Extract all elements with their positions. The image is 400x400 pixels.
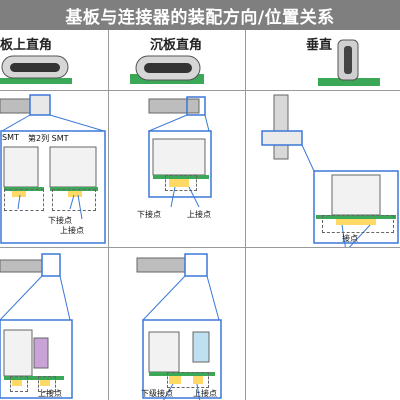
lower-level-contact-label: 下级接点 — [141, 389, 173, 398]
contact-highlight — [165, 175, 197, 191]
on-board-row2-diagram: 上接点 — [0, 248, 108, 400]
upper-contact-label: 上接点 — [193, 389, 217, 398]
vertical-row1-diagram: 接点 — [246, 91, 400, 247]
mid-mount-row2-diagram: 下级接点 上接点 — [109, 248, 245, 400]
lower-contact-label: 下接点 — [137, 210, 161, 219]
mid-mount-row1-diagram: 下接点 上接点 — [109, 91, 245, 247]
column-divider — [245, 30, 246, 400]
column-divider — [108, 30, 109, 400]
empty-cell — [246, 248, 400, 400]
zoom-source-box — [29, 94, 51, 116]
upper-contact-label: 上接点 — [187, 210, 211, 219]
contact-label: 接点 — [342, 234, 358, 243]
on-board-row1-diagram: SMT 第2列 SMT 下接点 上接点 — [0, 91, 108, 247]
smt-label: SMT — [2, 133, 19, 142]
upper-contact-label: 上接点 — [60, 226, 84, 235]
contact-highlight — [10, 376, 28, 392]
lower-contact-label: 下接点 — [48, 216, 72, 225]
contact-highlight — [52, 189, 96, 211]
column-header-on-board: 板上直角 — [0, 38, 53, 53]
upper-contact-label: 上接点 — [38, 389, 62, 398]
comparison-grid: 板上直角 沉板直角 垂直 — [0, 30, 400, 400]
column-header-vertical: 垂直 — [306, 38, 333, 53]
contact-highlight — [4, 189, 44, 211]
page-title: 基板与连接器的装配方向/位置关系 — [0, 0, 400, 30]
header-connector-images — [0, 39, 380, 86]
row-divider — [0, 247, 400, 248]
contact-highlight — [322, 215, 394, 233]
contact-highlight — [167, 372, 209, 388]
column-header-mid-mount: 沉板直角 — [150, 38, 203, 53]
contact-highlight — [38, 376, 56, 392]
pcb-board — [0, 78, 72, 84]
pcb-board — [318, 78, 380, 86]
second-row-smt-label: 第2列 SMT — [28, 134, 69, 143]
row-divider — [0, 90, 400, 91]
